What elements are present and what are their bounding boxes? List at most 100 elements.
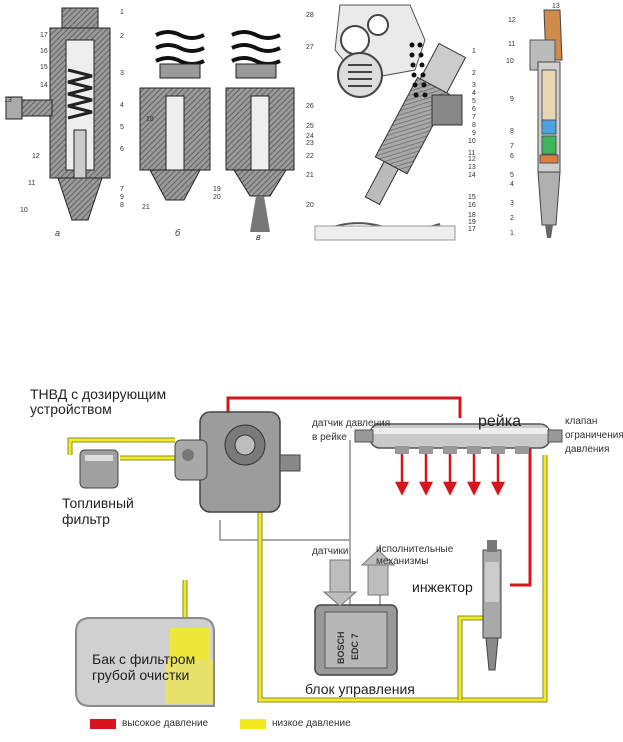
fig1-num-13: 13 <box>4 97 12 104</box>
fig2-num-15: 15 <box>468 194 476 201</box>
ecu-body <box>314 604 398 676</box>
ecu-label: блок управления <box>305 681 415 697</box>
fig1-num-4: 4 <box>120 102 124 109</box>
fig3-num-10: 10 <box>506 58 514 65</box>
fig2-num-27: 27 <box>306 44 314 51</box>
fig2-num-12: 12 <box>468 156 476 163</box>
fig3-num-3: 3 <box>510 200 514 207</box>
fig3-num-11: 11 <box>508 41 516 48</box>
fig1-letter-v: в <box>256 232 261 242</box>
fig1-num-21: 21 <box>142 204 150 211</box>
tank-label-line2: грубой очистки <box>92 667 190 683</box>
fig2-num-23: 23 <box>306 140 314 147</box>
fig1-num-6: 6 <box>120 146 124 153</box>
injector-assembly-drawing <box>314 4 467 241</box>
fig2-num-2: 2 <box>472 70 476 77</box>
valve-label-line2: ограничения <box>565 430 623 441</box>
fig2-num-3: 3 <box>472 82 476 89</box>
fig2-num-5: 5 <box>472 98 476 105</box>
fig3-num-9: 9 <box>510 96 514 103</box>
fig2-num-11: 11 <box>468 150 476 157</box>
common-rail-scheme: ТНВД с дозирующим устройством Топливный … <box>0 370 623 737</box>
fig1-num-18: 18 <box>146 116 154 123</box>
sensor-arrows <box>322 549 396 607</box>
fuel-filter-body <box>79 449 119 489</box>
fig1-num-7: 7 <box>120 186 124 193</box>
common-rail-body <box>354 423 563 454</box>
fig1-num-3: 3 <box>120 70 124 77</box>
legend-low-swatch <box>240 719 266 729</box>
fig2-num-4: 4 <box>472 90 476 97</box>
injector-label: инжектор <box>412 579 473 595</box>
piezo-injector-figure: 13 12 11 10 9 8 7 6 5 4 3 2 1 <box>500 0 623 245</box>
fig2-num-10: 10 <box>468 138 476 145</box>
rail-label: рейка <box>478 413 521 430</box>
injector-sections-figure: а б в 1 2 3 4 5 6 7 8 9 10 11 12 13 14 1… <box>0 0 300 245</box>
ecu-brand: BOSCH <box>336 631 346 664</box>
fig1-num-14: 14 <box>40 82 48 89</box>
fig2-num-17: 17 <box>468 226 476 233</box>
filter-label-line2: фильтр <box>62 511 110 527</box>
fig3-num-5: 5 <box>510 172 514 179</box>
pump-label-line1: ТНВД с дозирующим <box>30 386 167 402</box>
fig2-num-8: 8 <box>472 122 476 129</box>
fig2-num-21: 21 <box>306 172 314 179</box>
fuel-tank-body <box>75 617 215 707</box>
fig2-num-16: 16 <box>468 202 476 209</box>
section-a-drawing <box>5 7 111 221</box>
fig3-num-12: 12 <box>508 17 516 24</box>
high-pressure-lines <box>226 396 532 587</box>
actuators-label-line1: исполнительные <box>376 544 454 555</box>
fig2-num-9: 9 <box>472 130 476 137</box>
valve-label-line1: клапан <box>565 416 598 427</box>
section-v-drawing <box>225 30 295 232</box>
fig2-num-14: 14 <box>468 172 476 179</box>
fig1-num-11: 11 <box>28 180 36 187</box>
fig2-num-24: 24 <box>306 133 314 140</box>
fig3-num-7: 7 <box>510 143 514 150</box>
fig1-num-17: 17 <box>40 32 48 39</box>
legend: высокое давление низкое давление <box>90 716 410 734</box>
section-b-drawing <box>139 30 211 201</box>
filter-label-line1: Топливный <box>62 495 134 511</box>
fig2-num-26: 26 <box>306 103 314 110</box>
fig3-num-2: 2 <box>510 215 514 222</box>
fig2-num-6: 6 <box>472 106 476 113</box>
fig2-num-13: 13 <box>468 164 476 171</box>
fig1-letter-a: а <box>55 228 61 238</box>
pressure-sensor-label-line1: датчик давления <box>312 418 391 429</box>
fig1-num-9: 9 <box>120 194 124 201</box>
fig1-num-5: 5 <box>120 124 124 131</box>
fig1-letter-b: б <box>175 228 181 238</box>
fig1-num-1: 1 <box>120 9 124 16</box>
tank-label-line1: Бак с фильтром <box>92 651 196 667</box>
legend-high-label: высокое давление <box>122 718 209 729</box>
fig2-num-28: 28 <box>306 12 314 19</box>
valve-label-line3: давления <box>565 444 610 455</box>
pressure-sensor-label-line2: в рейке <box>312 432 347 443</box>
scheme-lines <box>67 396 563 707</box>
fig1-num-15: 15 <box>40 64 48 71</box>
legend-high-swatch <box>90 719 116 729</box>
fig1-num-10: 10 <box>20 207 28 214</box>
fig1-num-20: 20 <box>213 194 221 201</box>
fig3-num-6: 6 <box>510 153 514 160</box>
piezo-injector-drawing <box>529 9 563 238</box>
fig1-num-2: 2 <box>120 33 124 40</box>
fig3-num-13: 13 <box>552 3 560 10</box>
fig2-num-20: 20 <box>306 202 314 209</box>
ecu-model: EDC 7 <box>350 633 360 660</box>
actuators-label-line2: механизмы <box>376 556 429 567</box>
fig2-num-18: 18 <box>468 212 476 219</box>
fig3-num-4: 4 <box>510 181 514 188</box>
injector-sections-drawing <box>5 7 295 232</box>
fig1-num-8: 8 <box>120 202 124 209</box>
fig1-num-19: 19 <box>213 186 221 193</box>
injector-body <box>482 540 502 671</box>
sensors-label: датчики <box>312 546 349 557</box>
injector-assembly-figure: 1 2 3 4 5 6 7 8 9 10 11 12 13 14 15 16 1… <box>300 0 480 245</box>
fig2-num-7: 7 <box>472 114 476 121</box>
fig2-num-19: 19 <box>468 219 476 226</box>
fig3-num-8: 8 <box>510 128 514 135</box>
fig2-num-22: 22 <box>306 153 314 160</box>
